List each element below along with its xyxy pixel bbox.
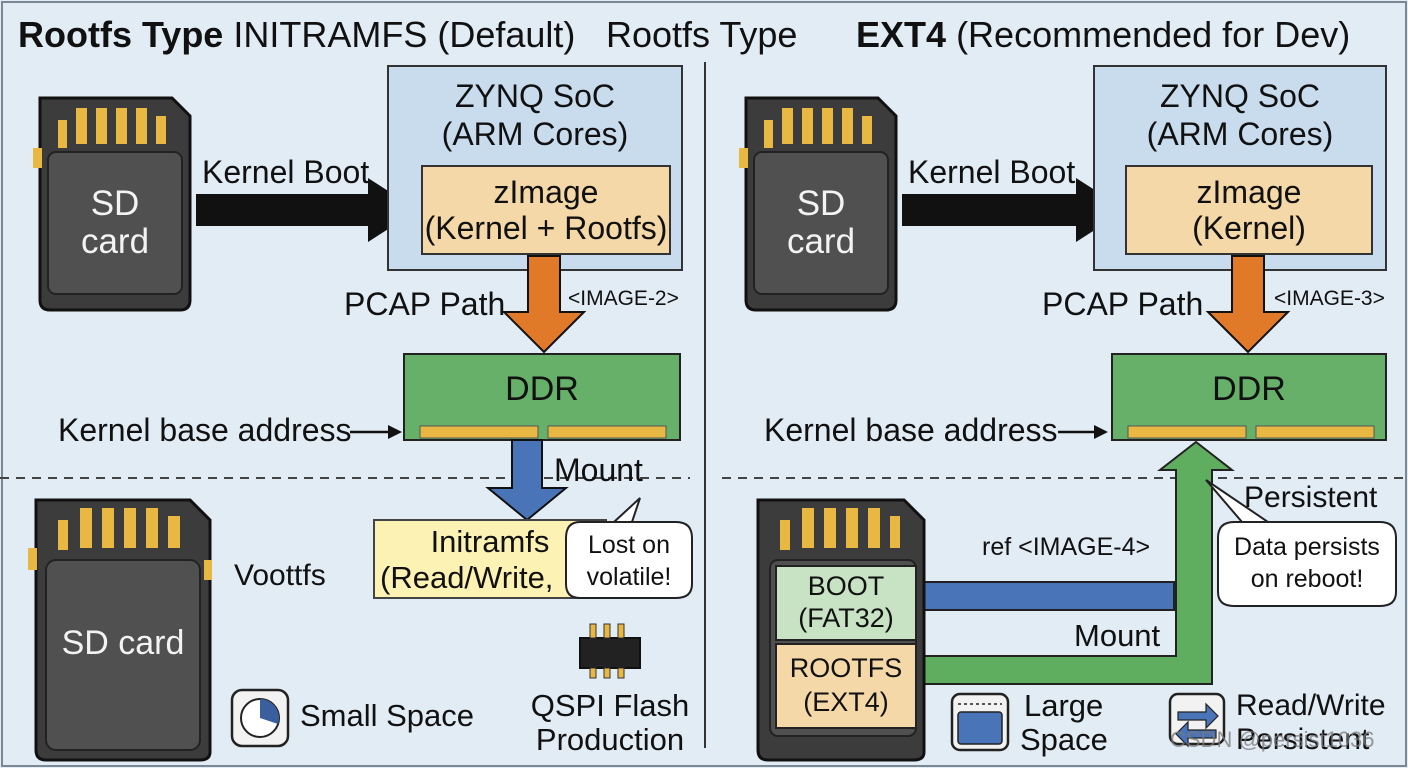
right-sd-line1: SD <box>796 184 846 223</box>
qspi-line2: Production <box>535 722 685 757</box>
rootfs-line2: (EXT4) <box>803 687 889 717</box>
volatile-line1: Lost on <box>587 531 670 559</box>
right-kernel-base-label: Kernel base address <box>764 412 1058 448</box>
sd-card-icon <box>33 96 192 312</box>
right-title-bold: EXT4 <box>856 14 947 55</box>
pcap-arrow-right <box>1205 255 1291 354</box>
kernel-base-pointer-right <box>1058 425 1108 439</box>
left-mount-label: Mount <box>554 452 643 488</box>
rw-line1: Read/Write <box>1236 689 1386 722</box>
left-pcap-label: PCAP Path <box>344 286 506 322</box>
right-mount-label: Mount <box>1074 618 1161 653</box>
left-title-rest: INITRAMFS (Default) <box>233 14 576 55</box>
right-pcap-label: PCAP Path <box>1042 286 1204 322</box>
boot-line2: (FAT32) <box>798 603 894 633</box>
initramfs-line1: Initramfs <box>430 524 550 559</box>
voottfs-label: Voottfs <box>234 559 326 592</box>
mount-path-arrow <box>917 440 1235 685</box>
right-soc-line1: ZYNQ SoC <box>1159 78 1321 114</box>
persist-bubble <box>1205 479 1397 607</box>
left-image-ref: <IMAGE-2> <box>568 287 679 310</box>
rw-line2: Persistent <box>1236 723 1370 756</box>
sd-card-partitions-icon <box>756 498 926 762</box>
right-title: EXT4 (Recommended for Dev) <box>856 16 1350 54</box>
watermark: CSDN @persist1036 <box>1170 727 1375 752</box>
left-zimage-line1: zImage <box>493 174 599 210</box>
right-title-rest: (Recommended for Dev) <box>956 14 1351 55</box>
large-line2: Space <box>1020 722 1108 757</box>
left-ddr-label: DDR <box>505 370 579 408</box>
right-title-plain: Rootfs Type <box>606 14 798 55</box>
persist-line1: Data persists <box>1234 533 1380 561</box>
left-title: Rootfs Type INITRAMFS (Default) <box>18 16 575 54</box>
persistent-label: Persistent <box>1244 481 1378 514</box>
boot-partition <box>775 565 917 641</box>
swap-arrows-icon <box>1168 692 1226 748</box>
boot-line1: BOOT <box>807 571 885 601</box>
sd-card-icon-right <box>739 96 898 312</box>
left-soc-line2: (ARM Cores) <box>441 116 629 152</box>
left-sd2-label: SD card <box>61 624 185 662</box>
kernel-base-pointer <box>350 425 402 439</box>
volatile-bubble <box>565 497 693 599</box>
right-sd-line2: card <box>786 222 856 261</box>
storage-window-icon <box>950 692 1010 752</box>
right-zimage-line1: zImage <box>1196 174 1302 210</box>
left-sd-line2: card <box>80 222 150 261</box>
kernel-boot-arrow-right <box>902 178 1126 242</box>
volatile-line2: volatile! <box>586 563 672 591</box>
ddr-module <box>403 353 681 441</box>
right-kernel-boot-label: Kernel Boot <box>908 154 1076 190</box>
zimage-box-right <box>1125 165 1373 255</box>
left-soc-line1: ZYNQ SoC <box>454 78 616 114</box>
boot-link <box>917 581 1175 611</box>
mount-arrow <box>485 439 569 522</box>
pcap-arrow <box>501 255 587 354</box>
right-soc-line2: (ARM Cores) <box>1146 116 1334 152</box>
zimage-box <box>421 165 671 255</box>
chip-icon <box>579 623 641 679</box>
left-title-bold: Rootfs Type <box>18 14 224 55</box>
large-line1: Large <box>1024 688 1104 723</box>
ref-image-label: ref <IMAGE-4> <box>982 533 1151 561</box>
right-zimage-line2: (Kernel) <box>1192 210 1306 246</box>
left-kernel-boot-label: Kernel Boot <box>202 154 370 190</box>
persist-line2: on reboot! <box>1250 565 1364 593</box>
right-ddr-label: DDR <box>1212 370 1286 408</box>
sd-card-large-icon <box>28 498 212 762</box>
ddr-module-right <box>1111 353 1387 441</box>
rootfs-line1: ROOTFS <box>789 653 903 683</box>
left-sd-line1: SD <box>90 184 140 223</box>
small-space-label: Small Space <box>300 698 475 733</box>
rootfs-partition <box>775 643 917 729</box>
left-kernel-base-label: Kernel base address <box>58 412 352 448</box>
initramfs-line2: (Read/Write, <box>380 560 554 595</box>
qspi-line1: QSPI Flash <box>530 688 690 723</box>
left-zimage-line2: (Kernel + Rootfs) <box>424 210 668 246</box>
right-image-ref: <IMAGE-3> <box>1274 287 1385 310</box>
kernel-boot-arrow <box>196 178 418 242</box>
pie-chart-icon <box>230 688 290 748</box>
